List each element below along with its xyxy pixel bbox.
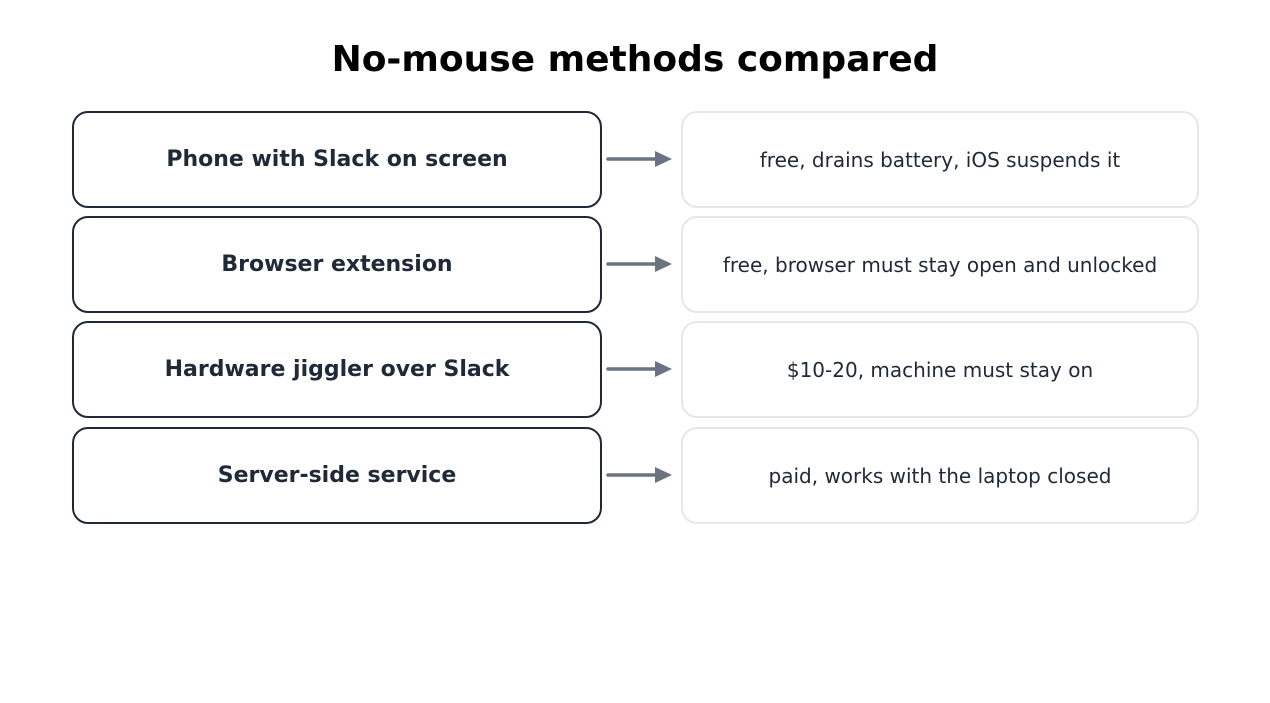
method-box: Phone with Slack on screen [72,111,602,208]
method-box: Server-side service [72,427,602,524]
arrow-right-icon [606,361,672,377]
detail-label: free, drains battery, iOS suspends it [759,147,1121,172]
detail-box: $10-20, machine must stay on [681,321,1199,418]
detail-label: paid, works with the laptop closed [768,463,1112,488]
arrow-right-icon [606,467,672,483]
comparison-row: Server-side service paid, works with the… [0,427,1270,524]
detail-label: $10-20, machine must stay on [786,357,1094,382]
method-label: Phone with Slack on screen [166,147,508,172]
method-label: Hardware jiggler over Slack [164,357,510,382]
diagram-title: No-mouse methods compared [331,39,939,80]
arrow-right-icon [606,151,672,167]
method-label: Server-side service [217,463,457,488]
method-label: Browser extension [221,252,453,277]
detail-box: free, drains battery, iOS suspends it [681,111,1199,208]
comparison-row: Phone with Slack on screen free, drains … [0,111,1270,208]
method-box: Browser extension [72,216,602,313]
method-box: Hardware jiggler over Slack [72,321,602,418]
detail-label: free, browser must stay open and unlocke… [722,252,1158,277]
detail-box: free, browser must stay open and unlocke… [681,216,1199,313]
comparison-row: Browser extension free, browser must sta… [0,216,1270,313]
comparison-row: Hardware jiggler over Slack $10-20, mach… [0,321,1270,418]
arrow-right-icon [606,256,672,272]
detail-box: paid, works with the laptop closed [681,427,1199,524]
